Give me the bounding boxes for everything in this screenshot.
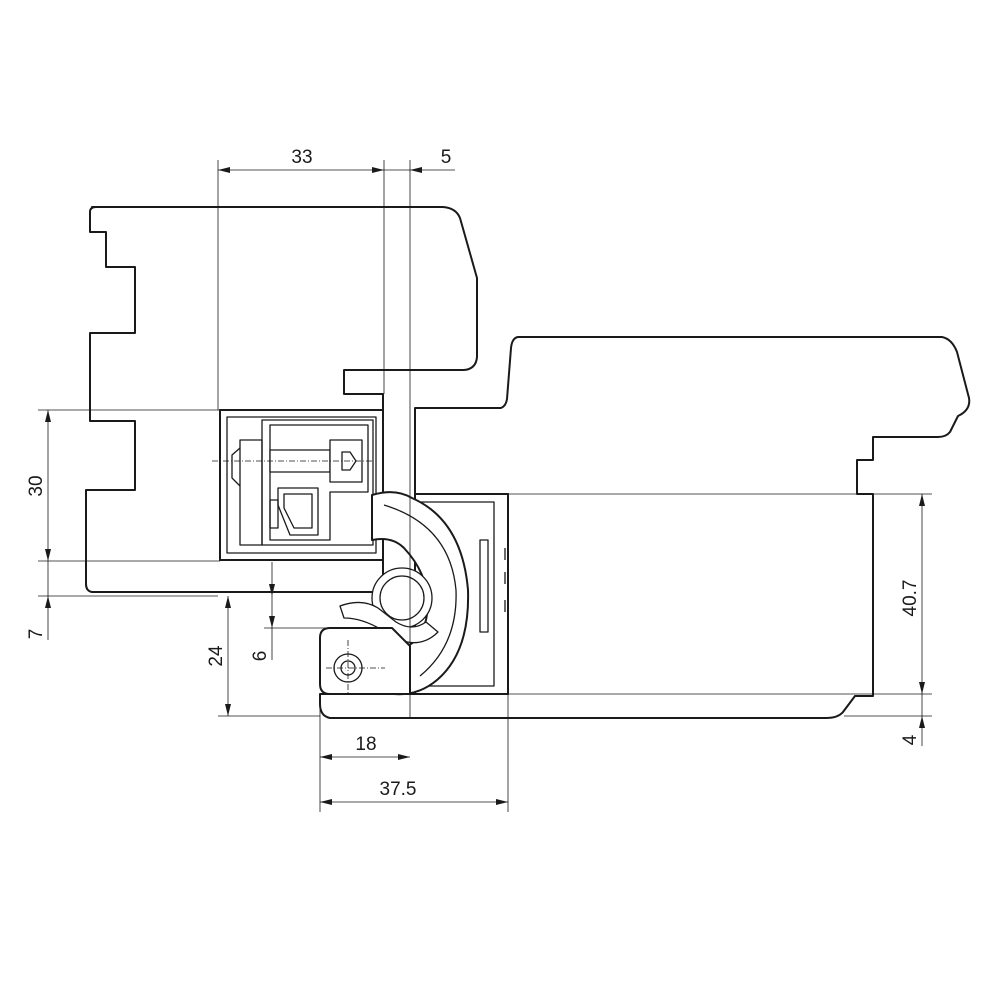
dimension-7-label: 7 [26, 629, 47, 640]
dimension-18: 18 [319, 694, 410, 812]
dimension-37-5-label: 37.5 [380, 779, 417, 800]
curved-hinge-arm-inner [383, 504, 457, 677]
frame-hinge-inner-wall [226, 416, 377, 554]
dimension-37-5: 37.5 [320, 694, 509, 812]
dimension-18-label: 18 [355, 734, 376, 755]
hex-socket-icon [341, 451, 357, 471]
dimension-7: 7 [26, 561, 218, 640]
spring-clip [339, 601, 439, 644]
frame-hinge-housing [219, 409, 384, 561]
dimension-5: 5 [384, 147, 455, 718]
pivot-block [319, 627, 411, 695]
adjust-wedge-inner [283, 493, 313, 529]
dimension-30: 30 [26, 409, 220, 562]
dimension-40-7-label: 40.7 [900, 580, 921, 617]
frame-profile [85, 206, 478, 593]
dimension-40-7: 40.7 [508, 493, 932, 695]
adjust-block [269, 499, 279, 529]
adjust-slider [269, 424, 369, 541]
dimension-5-label: 5 [441, 147, 452, 168]
dimension-33-label: 33 [291, 147, 312, 168]
dimension-24-label: 24 [206, 645, 227, 667]
pivot-ring-inner [379, 575, 425, 621]
dimension-24: 24 [206, 596, 320, 717]
dimension-6-label: 6 [250, 651, 271, 662]
dimension-6: 6 [250, 562, 340, 661]
door-leaf-profile [319, 336, 971, 719]
dimension-4-label: 4 [900, 734, 921, 745]
dimension-30-label: 30 [26, 475, 47, 496]
hinge-bracket-tip [231, 447, 241, 487]
door-hinge-inner-wall [421, 501, 495, 687]
hinge-bracket [239, 439, 263, 546]
dimension-4: 4 [844, 694, 932, 746]
curved-hinge-arm [371, 491, 470, 696]
door-hinge-slot [479, 539, 489, 633]
dimension-33: 33 [217, 147, 385, 410]
